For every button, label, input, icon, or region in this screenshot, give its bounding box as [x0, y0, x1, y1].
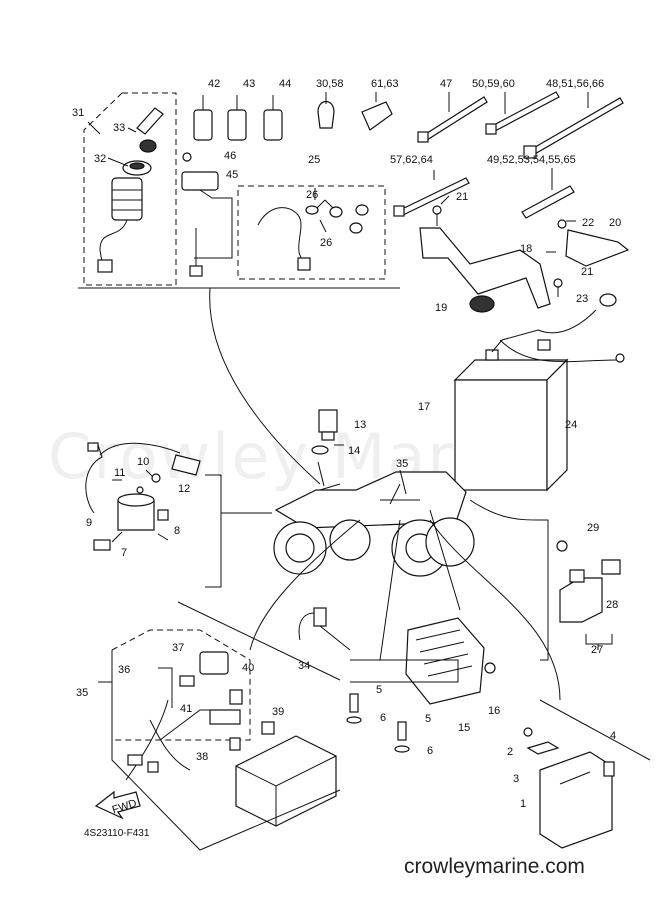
callout-20: 20: [609, 217, 621, 229]
callout-13: 13: [354, 419, 366, 431]
callout-34: 34: [298, 660, 310, 672]
callout-57-62-64: 57,62,64: [390, 154, 433, 166]
ignition-coil-icon: [85, 442, 201, 551]
callout-26a: 26: [306, 189, 318, 201]
callout-16: 16: [488, 705, 500, 717]
callout-32: 32: [94, 153, 106, 165]
callout-8: 8: [174, 525, 180, 537]
callout-24: 24: [565, 419, 577, 431]
callout-12: 12: [178, 483, 190, 495]
callout-33: 33: [113, 122, 125, 134]
lead-wire-icon: [181, 152, 233, 277]
callout-19: 19: [435, 302, 447, 314]
damper-icon: [469, 295, 495, 313]
rectifier-regulator-icon: [405, 617, 496, 705]
callout-41: 41: [180, 703, 192, 715]
callout-1: 1: [520, 798, 526, 810]
wire-harness-group: [111, 601, 341, 851]
group-bracket: [205, 474, 222, 588]
clamp-icon: [317, 92, 393, 131]
callout-39: 39: [272, 706, 284, 718]
main-switch-icon: [97, 177, 143, 273]
callout-15: 15: [458, 722, 470, 734]
battery-icon: [453, 339, 569, 492]
callout-35a: 35: [396, 458, 408, 470]
callout-25: 25: [308, 154, 320, 166]
callout-ticks: [87, 121, 576, 708]
callout-21a: 21: [456, 191, 468, 203]
callout-45: 45: [226, 169, 238, 181]
main-switch-group: [83, 92, 177, 286]
callout-48-51-56-66: 48,51,56,66: [546, 78, 604, 90]
callout-14: 14: [348, 445, 360, 457]
forward-arrow-icon: FWD: [94, 790, 141, 820]
group-bracket: [350, 659, 459, 683]
callout-22: 22: [582, 217, 594, 229]
leader-lines: [209, 287, 561, 701]
leader-line: [539, 699, 651, 761]
sensor-icon: [311, 409, 338, 455]
callout-61-63: 61,63: [371, 78, 399, 90]
callout-23: 23: [576, 293, 588, 305]
callout-5b: 5: [425, 713, 431, 725]
callout-11: 11: [114, 467, 125, 479]
callout-27: 27: [591, 644, 603, 656]
callout-10: 10: [137, 456, 149, 468]
callout-21b: 21: [581, 266, 593, 278]
bolt-washer-icon: [346, 693, 410, 753]
callout-18: 18: [520, 243, 532, 255]
callout-38: 38: [196, 751, 208, 763]
callout-40: 40: [242, 662, 254, 674]
callout-4: 4: [610, 730, 616, 742]
callout-2: 2: [507, 746, 513, 758]
callout-17: 17: [418, 401, 430, 413]
key-icon: [136, 107, 164, 153]
callout-labels: 31 33 32 42 43 44 30,58 61,63 47 50,59,6…: [72, 78, 621, 810]
callout-44: 44: [279, 78, 291, 90]
callout-37: 37: [172, 642, 184, 654]
callout-42: 42: [208, 78, 220, 90]
coupler-icon: [193, 95, 283, 141]
callout-47: 47: [440, 78, 452, 90]
cover-icon: [553, 219, 630, 297]
callout-9: 9: [86, 517, 92, 529]
atv-vehicle-icon: [273, 471, 475, 577]
callout-46: 46: [224, 150, 236, 162]
callout-29: 29: [587, 522, 599, 534]
callout-30-58: 30,58: [316, 78, 344, 90]
callout-26b: 26: [320, 237, 332, 249]
sub-wire-harness-group: [237, 185, 386, 280]
callout-7: 7: [121, 547, 127, 559]
callout-6b: 6: [427, 745, 433, 757]
callout-3: 3: [513, 773, 519, 785]
callout-31: 31: [72, 107, 84, 119]
callout-36: 36: [118, 664, 130, 676]
callout-49-52-53-54-55-65: 49,52,53,54,55,65: [487, 154, 576, 166]
neutral-switch-icon: [298, 607, 351, 651]
battery-lead-icon: [491, 293, 625, 363]
cable-tie-icon: [393, 91, 624, 219]
battery-bracket-icon: [419, 205, 551, 309]
callout-28: 28: [606, 599, 618, 611]
callout-5a: 5: [376, 684, 382, 696]
starter-relay-icon: [540, 519, 621, 661]
callout-6a: 6: [380, 712, 386, 724]
callout-35b: 35: [76, 687, 88, 699]
cdi-unit-icon: [523, 727, 615, 849]
website-label: crowleymarine.com: [404, 855, 585, 878]
diagram-code: 4S23110-F431: [84, 828, 150, 839]
callout-43: 43: [243, 78, 255, 90]
callout-50-59-60: 50,59,60: [472, 78, 515, 90]
